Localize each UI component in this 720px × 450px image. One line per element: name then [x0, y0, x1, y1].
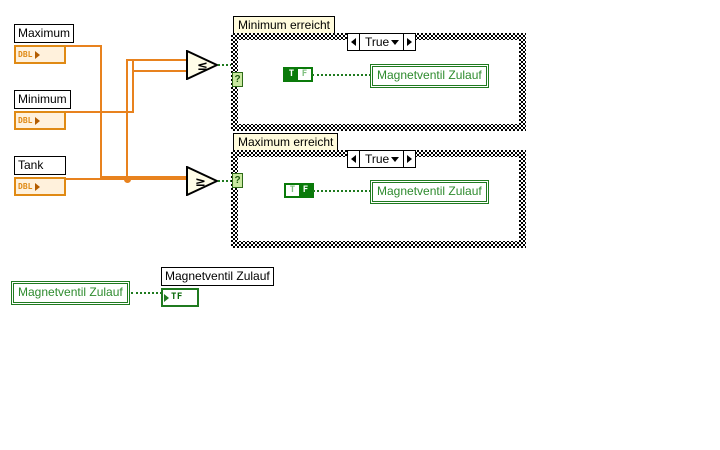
case-structure-minimum-erreicht[interactable]: Minimum erreicht ? True T F: [231, 16, 526, 131]
less-or-equal-icon: ≤: [186, 50, 219, 80]
local-variable-magnetventil-zulauf-read[interactable]: Magnetventil Zulauf: [11, 281, 130, 305]
chevron-down-icon[interactable]: [391, 157, 400, 162]
case-selector-text: True: [365, 35, 390, 49]
indicator-magnetventil-zulauf[interactable]: Magnetventil Zulauf TF: [161, 267, 274, 307]
case-selector-text: True: [365, 152, 390, 166]
wire-local-to-indicator[interactable]: [131, 292, 162, 294]
case-selector-maximum[interactable]: True: [347, 150, 417, 168]
boolean-constant-false-segment[interactable]: F: [298, 69, 311, 80]
case-selector-minimum[interactable]: True: [347, 33, 417, 51]
greater-or-equal-icon: ≥: [186, 166, 219, 196]
wire-const-to-local-maximum[interactable]: [313, 190, 371, 192]
wire-minimum-horizontal[interactable]: [58, 111, 134, 113]
local-variable-label: Magnetventil Zulauf: [13, 283, 128, 303]
dbl-type-text: DBL: [18, 115, 33, 125]
control-minimum[interactable]: Minimum DBL: [14, 90, 71, 130]
boolean-constant-true-segment[interactable]: T: [285, 69, 298, 80]
case-next-arrow-icon[interactable]: [403, 34, 416, 50]
local-variable-label: Magnetventil Zulauf: [372, 66, 487, 86]
control-maximum-label: Maximum: [14, 24, 75, 43]
svg-text:≤: ≤: [197, 59, 208, 74]
case-structure-maximum-caption: Maximum erreicht: [233, 133, 339, 152]
wire-tank-horizontal[interactable]: [58, 178, 186, 180]
function-greater-or-equal[interactable]: ≥: [185, 166, 219, 196]
local-variable-magnetventil-zulauf-maximum[interactable]: Magnetventil Zulauf: [370, 180, 489, 204]
case-selector-value-maximum[interactable]: True: [360, 151, 403, 167]
case-structure-minimum-caption: Minimum erreicht: [233, 16, 336, 35]
boolean-terminal-text: TF: [171, 292, 183, 302]
case-prev-arrow-icon[interactable]: [348, 151, 360, 167]
control-maximum-terminal[interactable]: DBL: [14, 45, 66, 64]
dbl-type-text: DBL: [18, 49, 33, 59]
local-variable-label: Magnetventil Zulauf: [372, 182, 487, 202]
terminal-out-arrow-icon: [35, 50, 41, 59]
dbl-type-text: DBL: [18, 181, 33, 191]
case-structure-maximum-erreicht[interactable]: Maximum erreicht ? True T F: [231, 133, 526, 248]
indicator-magnetventil-zulauf-terminal[interactable]: TF: [161, 288, 199, 307]
case-prev-arrow-icon[interactable]: [348, 34, 360, 50]
control-minimum-terminal[interactable]: DBL: [14, 111, 66, 130]
case-selector-terminal-minimum[interactable]: ?: [232, 72, 243, 87]
control-tank-label: Tank: [14, 156, 66, 175]
control-maximum[interactable]: Maximum DBL: [14, 24, 75, 64]
case-next-arrow-icon[interactable]: [403, 151, 416, 167]
terminal-out-arrow-icon: [35, 116, 41, 125]
wire-minimum-vertical[interactable]: [132, 60, 134, 113]
wire-minimum-to-le[interactable]: [132, 70, 186, 72]
case-selector-terminal-maximum[interactable]: ?: [232, 173, 243, 188]
case-selector-value-minimum[interactable]: True: [360, 34, 403, 50]
boolean-constant-true[interactable]: T F: [283, 67, 313, 82]
control-tank[interactable]: Tank DBL: [14, 156, 66, 196]
wire-junction-tank[interactable]: [124, 176, 131, 183]
wire-ge-to-case2-selector[interactable]: [218, 180, 232, 182]
boolean-constant-true-segment[interactable]: T: [286, 185, 299, 196]
wire-const-to-local-minimum[interactable]: [312, 74, 371, 76]
wire-maximum-to-ge[interactable]: [100, 176, 186, 178]
boolean-constant-false[interactable]: T F: [284, 183, 314, 198]
control-minimum-label: Minimum: [14, 90, 71, 109]
svg-text:≥: ≥: [195, 175, 206, 190]
function-less-or-equal[interactable]: ≤: [185, 50, 219, 80]
local-variable-magnetventil-zulauf-minimum[interactable]: Magnetventil Zulauf: [370, 64, 489, 88]
terminal-out-arrow-icon: [35, 182, 41, 191]
wire-tank-branch-vertical[interactable]: [126, 59, 128, 179]
terminal-in-arrow-icon: [164, 293, 169, 302]
wire-le-to-case1-selector[interactable]: [218, 64, 232, 66]
control-tank-terminal[interactable]: DBL: [14, 177, 66, 196]
wire-maximum-horizontal[interactable]: [58, 45, 102, 47]
boolean-constant-false-segment[interactable]: F: [299, 185, 312, 196]
chevron-down-icon[interactable]: [391, 40, 400, 45]
wire-tank-to-le[interactable]: [126, 59, 186, 61]
indicator-magnetventil-zulauf-label: Magnetventil Zulauf: [161, 267, 274, 286]
